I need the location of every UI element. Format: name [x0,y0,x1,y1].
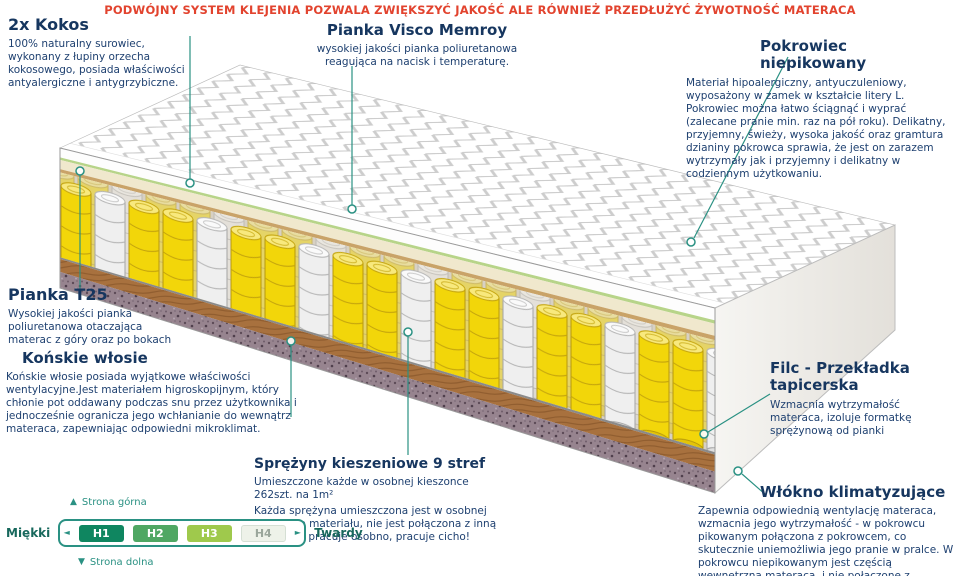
top-side-label: ▲ Strona górna [70,497,147,508]
callout-wlosie: Końskie włosie Końskie włosie posiada wy… [6,349,308,436]
arrow-down-icon: ▼ [78,557,85,567]
callout-filc-title: Filc - Przekładka tapicerska [770,359,910,395]
pocket-springs-front-row [60,172,715,453]
mattress-cross-section [59,147,716,494]
callout-wlokno-body: Zapewnia odpowiednią wentylację materaca… [698,505,954,576]
callout-wlosie-title: Końskie włosie [22,349,148,367]
top-banner: PODWÓJNY SYSTEM KLEJENIA POZWALA ZWIĘKSZ… [104,3,856,17]
mattress-top-cover [59,64,896,309]
callout-line [707,393,771,433]
callout-wlosie-body: Końskie włosie posiada wyjątkowe właściw… [6,371,297,436]
hardness-h2-button[interactable]: H2 [132,524,178,542]
callout-line [741,473,767,496]
callout-dot [403,327,413,337]
callout-kokos: 2x Kokos 100% naturalny surowiec, wykona… [8,15,194,90]
callout-visco-body: wysokiej jakości pianka poliuretanowa re… [316,43,518,69]
callout-pokrowiec: Pokrowiec niepikowany Materiał hipoalerg… [686,37,954,181]
callout-dot [286,336,296,346]
callout-pokrowiec-body: Materiał hipoalergiczny, antyuczuleniowy… [686,76,946,180]
soft-label: Miękki [6,526,51,540]
callout-dot [699,429,709,439]
hardness-h4-button[interactable]: H4 [240,524,286,542]
hardness-scale: ◄ H1 H2 H3 H4 ► [58,519,307,547]
callout-sprezyny: Sprężyny kieszeniowe 9 stref Umieszczone… [254,456,504,544]
hardness-h3-button[interactable]: H3 [186,524,232,542]
arrow-up-icon: ▲ [70,497,77,507]
glue-line [60,157,715,324]
callout-wlokno-title: Włókno klimatyzujące [760,483,946,501]
hardness-scale-row: Miękki ◄ H1 H2 H3 H4 ► Twardy [6,519,363,547]
bottom-side-label-text: Strona dolna [89,557,154,568]
callout-dot [733,466,743,476]
callout-line [693,56,789,239]
callout-dot [347,204,357,214]
callout-sprezyny-body1: Umieszczone każde w osobnej kieszonce 26… [254,476,469,502]
callout-sprezyny-body2: Każda sprężyna umieszczona jest w osobne… [254,505,497,544]
climate-fiber-layer [60,271,715,493]
callout-visco-title: Pianka Visco Memroy [326,21,508,39]
callout-filc: Filc - Przekładka tapicerska Wzmacnia wy… [770,359,954,438]
left-triangle-icon: ◄ [63,528,70,537]
callout-wlokno: Włókno klimatyzujące Zapewnia odpowiedni… [698,483,954,576]
hard-label: Twardy [314,526,363,540]
callout-t25: Pianka T25 Wysokiej jakości pianka poliu… [8,285,186,347]
coir-bottom-layer [60,259,715,472]
callout-t25-title: Pianka T25 [8,285,108,304]
callout-visco: Pianka Visco Memroy wysokiej jakości pia… [296,21,538,69]
callout-filc-body: Wzmacnia wytrzymałość materaca, izoluje … [770,398,912,437]
felt-line [60,257,715,455]
coir-top-layer [60,169,715,341]
cover-side-band [60,148,715,321]
top-side-label-text: Strona górna [81,497,147,508]
callout-sprezyny-title: Sprężyny kieszeniowe 9 stref [254,456,486,472]
visco-layer [60,159,715,336]
hardness-h1-button[interactable]: H1 [78,524,124,542]
callout-pokrowiec-title: Pokrowiec niepikowany [760,37,867,73]
callout-dot [686,237,696,247]
bottom-side-label: ▼ Strona dolna [78,557,154,568]
callout-dot [75,166,85,176]
callout-dot [185,178,195,188]
callout-t25-body: Wysokiej jakości pianka poliuretanowa ot… [8,308,172,347]
callout-kokos-title: 2x Kokos [8,15,89,34]
callout-kokos-body: 100% naturalny surowiec, wykonany z łupi… [8,38,185,90]
right-triangle-icon: ► [294,528,301,537]
